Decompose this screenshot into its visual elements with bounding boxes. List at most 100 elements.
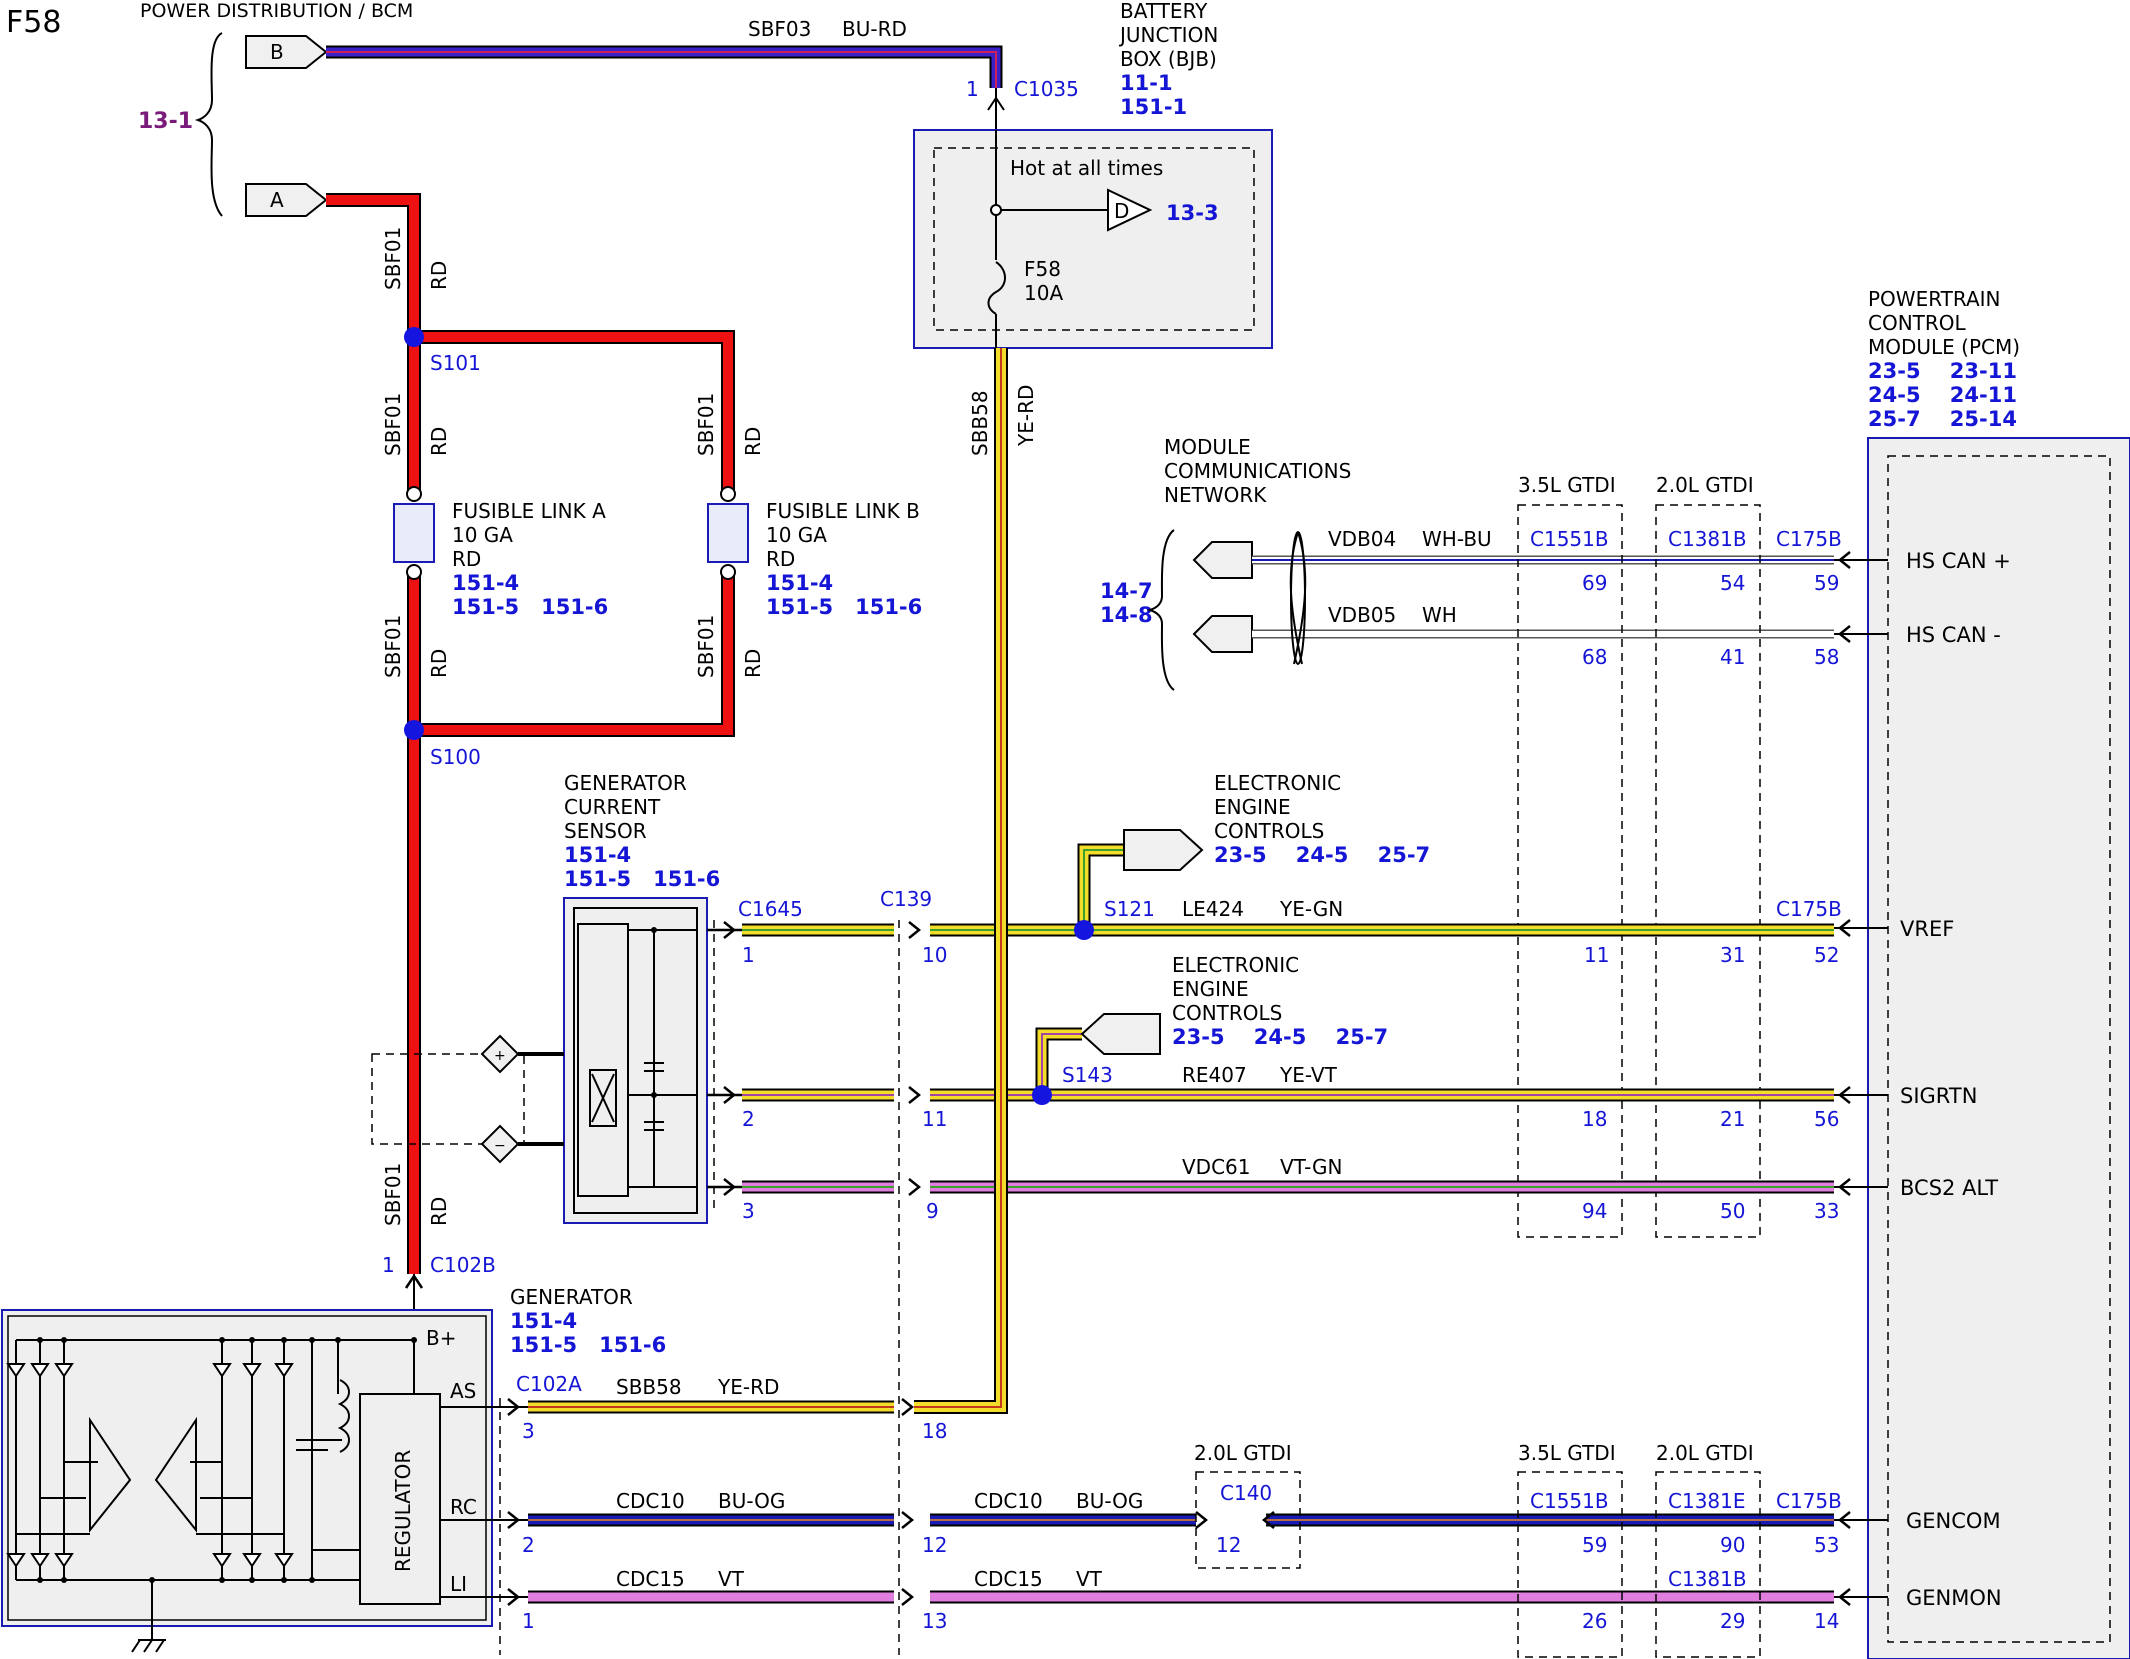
group-35-box-bottom (1517, 1471, 1623, 1658)
pcm-signal-genmon: GENMON (1906, 1586, 2002, 1610)
fuse-f58 (987, 261, 1006, 315)
pcm-signal-hs-can-plus: HS CAN + (1906, 549, 2011, 573)
fusible-a-line-1: FUSIBLE LINK A (452, 499, 606, 523)
hot-at-all-times: Hot at all times (1010, 156, 1163, 180)
bjb-box (913, 129, 1273, 349)
c102a-pin-2: 2 (522, 1533, 535, 1557)
eec1-line-1: ELECTRONIC (1214, 771, 1341, 795)
group-35-top: 3.5L GTDI (1518, 473, 1616, 497)
wire-re407-label: RE407 (1182, 1063, 1247, 1087)
fusible-a-line-2: 10 GA (452, 523, 513, 547)
pcm-pin-arrows (1837, 551, 1851, 1606)
c140-arrow (1261, 1511, 1275, 1529)
splice-s121 (1074, 920, 1094, 940)
fuse-rating: 10A (1024, 281, 1063, 305)
svg-text:D: D (1114, 199, 1129, 223)
wire-cdc10-color-2: BU-OG (1076, 1489, 1143, 1513)
page-id: F58 (6, 5, 61, 40)
gcs-circuit-dots (651, 927, 657, 1098)
group-20-box-top (1655, 504, 1761, 1238)
wire-le424-color: YE-GN (1279, 897, 1343, 921)
rd-label-1: RD (427, 261, 451, 290)
rd-label-5: RD (741, 649, 765, 678)
group-20-box-bottom (1655, 1471, 1761, 1658)
eec2-line-2: ENGINE (1172, 977, 1249, 1001)
pin-hs-plus-2: 54 (1720, 571, 1745, 595)
rd-label-2: RD (427, 427, 451, 456)
c1645-label: C1645 (738, 897, 803, 921)
fusible-b-line-2: 10 GA (766, 523, 827, 547)
fusible-link-a (393, 486, 435, 580)
fusible-b-line-3: RD (766, 547, 795, 571)
bjb-ref-2: 151-1 (1120, 95, 1187, 119)
splice-s121-label: S121 (1104, 897, 1155, 921)
c139-pin-10: 10 (922, 943, 947, 967)
brace (194, 32, 223, 217)
group-20-bottom: 2.0L GTDI (1656, 1441, 1754, 1465)
c139-pin-9: 9 (926, 1199, 939, 1223)
fusible-a-ref-1: 151-4 (452, 571, 519, 595)
connector-hs-can-plus[interactable] (1192, 541, 1253, 579)
c175b-top: C175B (1776, 527, 1842, 551)
svg-text:REGULATOR: REGULATOR (391, 1450, 415, 1572)
wire-vdb05-color: WH (1422, 603, 1457, 627)
pcm-ref-3: 25-7 25-14 (1868, 407, 2017, 431)
pin-vref-2: 31 (1720, 943, 1745, 967)
connector-eec-1[interactable] (1123, 829, 1204, 871)
fusible-b-line-1: FUSIBLE LINK B (766, 499, 920, 523)
pin-hs-plus-3: 59 (1814, 571, 1839, 595)
terminal-li: LI (450, 1572, 467, 1596)
wire-cdc10-color-1: BU-OG (718, 1489, 785, 1513)
rd-label-3: RD (741, 427, 765, 456)
wire-vdb04-color: WH-BU (1422, 527, 1492, 551)
gcs-ref-1: 151-4 (564, 843, 631, 867)
generator-circuit (15, 1339, 415, 1653)
gcs-ref-2: 151-5 151-6 (564, 867, 720, 891)
pin-genmon-3: 14 (1814, 1609, 1839, 1633)
diode-ref: 13-3 (1166, 201, 1219, 225)
section-header: POWER DISTRIBUTION / BCM (140, 0, 413, 22)
connector-hs-can-minus[interactable] (1192, 615, 1253, 653)
pin-bcs2-1: 94 (1582, 1199, 1607, 1223)
wire-sbf03 (326, 45, 1003, 88)
pin-hs-plus-1: 69 (1582, 571, 1607, 595)
pin-bcs2-3: 33 (1814, 1199, 1839, 1223)
pin-genmon-1: 26 (1582, 1609, 1607, 1633)
fusible-b-ref-2: 151-5 151-6 (766, 595, 922, 619)
group-c140-box (1195, 1471, 1301, 1569)
sbf01-label-2: SBF01 (381, 393, 405, 456)
pin-sigrtn-1: 18 (1582, 1107, 1607, 1131)
connector-a[interactable]: A (245, 183, 328, 217)
connector-eec-2[interactable] (1080, 1013, 1161, 1055)
pcm-ref-1: 23-5 23-11 (1868, 359, 2017, 383)
connector-b[interactable]: B (245, 35, 328, 69)
wire-sbb58-vlabel: SBB58 (968, 390, 992, 456)
signal-arrows (707, 921, 922, 1196)
c1381b-genmon: C1381B (1668, 1567, 1747, 1591)
eec1-line-3: CONTROLS (1214, 819, 1324, 843)
svg-text:B: B (270, 40, 284, 64)
c175b-vref: C175B (1776, 897, 1842, 921)
wire-cdc15-label-2: CDC15 (974, 1567, 1043, 1591)
diode-array (6, 1363, 294, 1568)
gcs-pin-3: 3 (742, 1199, 755, 1223)
terminal-as: AS (450, 1379, 476, 1403)
fusible-a-line-3: RD (452, 547, 481, 571)
eec1-refs: 23-5 24-5 25-7 (1214, 843, 1430, 867)
mcn-brace (1146, 529, 1175, 691)
mcn-line-1: MODULE (1164, 435, 1251, 459)
c175b-bottom: C175B (1776, 1489, 1842, 1513)
wire-vdb04-label: VDB04 (1328, 527, 1396, 551)
terminal-b-plus: B+ (426, 1326, 456, 1350)
gcs-pin-2: 2 (742, 1107, 755, 1131)
pcm-signal-vref: VREF (1900, 917, 1954, 941)
gcs-circuit (589, 929, 697, 1188)
splice-s143-label: S143 (1062, 1063, 1113, 1087)
c139-label: C139 (880, 887, 932, 911)
pin-genmon-2: 29 (1720, 1609, 1745, 1633)
mcn-line-3: NETWORK (1164, 483, 1267, 507)
c102a-pin-1: 1 (522, 1609, 535, 1633)
rd-label-6: RD (427, 1197, 451, 1226)
wire-sbb58-gen-color: YE-RD (717, 1375, 779, 1399)
header-ref: 13-1 (138, 109, 193, 134)
